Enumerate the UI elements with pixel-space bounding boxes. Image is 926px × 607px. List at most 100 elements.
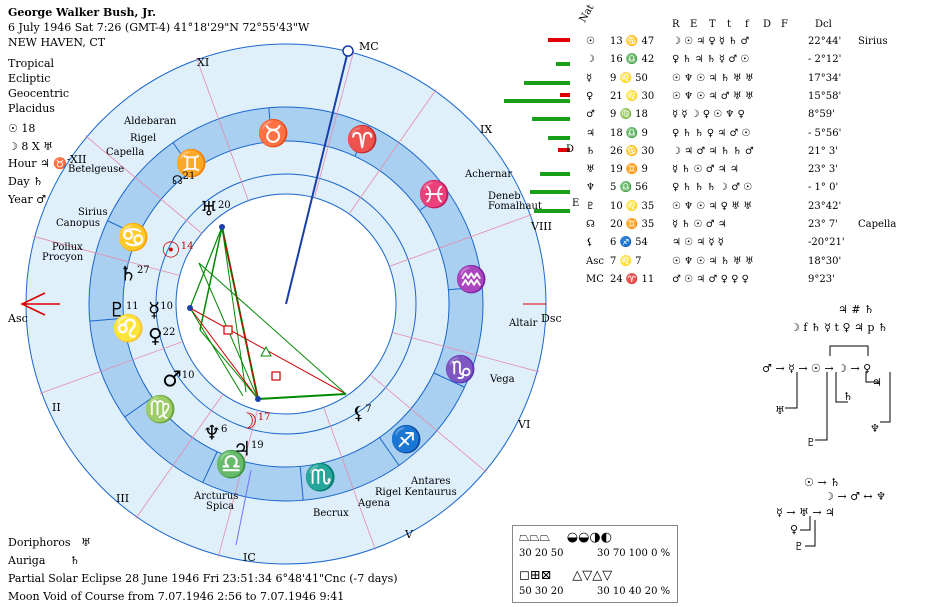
- row-declination: 15°58': [808, 90, 842, 102]
- star-spica: Spica: [206, 501, 235, 512]
- place: NEW HAVEN, CT: [8, 36, 106, 49]
- sign-dividers: [89, 107, 483, 501]
- row-green-bar: [524, 80, 570, 85]
- table-header: D: [763, 19, 772, 30]
- sign-divider: [379, 437, 400, 466]
- row-position: 13 ♋ 47: [610, 36, 655, 47]
- planet-uranus: ♅20: [200, 196, 231, 221]
- mc-label: MC: [359, 40, 379, 53]
- row-dignities: ♂ ☉ ♃ ♂ ♀ ♀ ♀: [672, 273, 749, 285]
- legend-row1: 30 20 50: [519, 548, 564, 559]
- row-position: 26 ♋ 30: [610, 145, 655, 157]
- marker-d: D: [566, 144, 575, 155]
- sign-divider: [354, 125, 370, 157]
- row-position: 20 ♊ 35: [610, 219, 655, 230]
- row-green-bar: [540, 172, 570, 177]
- sign-divider: [268, 107, 273, 142]
- house-cusp: [196, 57, 249, 201]
- sign-leo: ♌: [112, 314, 145, 344]
- row-planet: Asc: [586, 255, 604, 267]
- star-vega: Vega: [490, 374, 515, 385]
- system-tropical: Tropical: [8, 57, 55, 70]
- dsc-label: Dsc: [541, 312, 562, 325]
- table-header: F: [781, 19, 788, 30]
- house-2: II: [52, 401, 61, 414]
- house-cusp: [135, 393, 224, 519]
- table-header: R: [672, 19, 680, 30]
- row-planet: ☽: [586, 54, 595, 66]
- row-planet: ☉: [586, 36, 595, 47]
- sign-gemini: ♊: [175, 149, 208, 179]
- table-header: T: [709, 19, 716, 30]
- planet-lilith: ⚸7: [352, 403, 372, 424]
- row-dignities: ☉ ♆ ☉ ♃ ♄ ♅ ♅: [672, 255, 754, 267]
- panel-line2: ☽ f ♄ ☿ t ♀ ♃ p ♄: [790, 321, 888, 334]
- table-header: E: [690, 19, 698, 30]
- star-pollux: Pollux: [52, 242, 83, 253]
- void-line: Moon Void of Course from 7.07.1946 2:56 …: [8, 590, 345, 603]
- date-line: 6 July 1946 Sat 7:26 (GMT-4) 41°18'29"N …: [8, 21, 310, 34]
- row-position: 16 ♎ 42: [610, 54, 655, 66]
- house-3: III: [116, 492, 130, 505]
- house-9: IX: [480, 123, 493, 136]
- day-line: Day ♄: [8, 175, 43, 188]
- planet-mars: ♂10: [162, 367, 195, 393]
- sign-sagittarius: ♐: [390, 425, 423, 455]
- legend-symbols-2: ◻⊞⊠ △▽△▽: [519, 568, 613, 583]
- row-declination: -20°21': [808, 237, 845, 249]
- row-planet: ♄: [586, 145, 595, 157]
- star-becrux: Becrux: [313, 508, 349, 519]
- star-achernar: Achernar: [465, 169, 513, 180]
- house-11: XI: [197, 56, 210, 69]
- eclipse-line: Partial Solar Eclipse 28 June 1946 Fri 2…: [8, 572, 398, 585]
- house-cusp: [392, 332, 540, 373]
- row-declination: 9°23': [808, 273, 835, 285]
- row-declination: - 5°56': [808, 127, 842, 139]
- row-red-bar: [558, 147, 570, 152]
- planet-pluto: ♇11: [108, 297, 139, 322]
- row-green-bar: [548, 135, 570, 140]
- star-sirius: Sirius: [78, 207, 108, 218]
- row-position: 10 ♌ 35: [610, 200, 655, 212]
- sign-capricorn: ♑: [444, 355, 477, 385]
- sign-cancer: ♋: [117, 223, 150, 253]
- row-dignities: ♀ ♄ ♄ ♀ ♃ ♂ ☉: [672, 127, 751, 139]
- row-dignities: ☽ ♃ ♂ ♃ ♄ ♄ ♂: [672, 145, 754, 157]
- row-declination: 23°42': [808, 200, 842, 212]
- aspect-lines: [187, 224, 347, 402]
- row-position: 9 ♌ 50: [610, 72, 648, 84]
- house-6: VI: [518, 418, 531, 431]
- marker-e: E: [572, 198, 580, 209]
- row-planet: MC: [586, 273, 604, 285]
- star-betelgeuse: Betelgeuse: [68, 164, 125, 175]
- row-position: 7 ♌ 7: [610, 255, 642, 267]
- house-cusp: [370, 374, 487, 473]
- row-dignities: ♃ ☉ ♃ ☿ ☿: [672, 237, 724, 249]
- row-planet: ♃: [586, 127, 595, 139]
- legend-symbols-1: ⏢⏢⏢ ◒◒◑◐: [519, 530, 613, 545]
- legend-row2: 50 30 20: [519, 586, 564, 597]
- house-cusp: [348, 89, 437, 215]
- row-declination: - 1° 0': [808, 182, 839, 194]
- star-canopus: Canopus: [56, 218, 101, 229]
- planet-mercury: ☿10: [148, 297, 174, 322]
- row-dignities: ☉ ♆ ☉ ♃ ♂ ♅ ♅: [672, 90, 754, 102]
- row-dignities: ☉ ♆ ☉ ♃ ♀ ♅ ♅: [672, 200, 753, 212]
- sign-divider: [124, 397, 153, 418]
- row-position: 21 ♌ 30: [610, 90, 655, 102]
- house-cusp: [85, 135, 202, 234]
- planet-sun: ☉14: [161, 238, 194, 264]
- star-rigel-kentaurus: Rigel Kentaurus: [375, 487, 457, 498]
- sign-divider: [448, 286, 483, 291]
- row-dignities: ☿ ☿ ☽ ♀ ☉ ♆ ♀: [672, 109, 745, 121]
- row-dignities: ☿ ♄ ☉ ♂ ♃ ♃: [672, 164, 739, 176]
- row-dignities: ♀ ♄ ♄ ♄ ☽ ♂ ☉: [672, 182, 753, 194]
- panel-chain4: ☿ → ♅ → ♃: [776, 506, 835, 519]
- sign-divider: [419, 190, 448, 211]
- row-dignities: ☽ ☉ ♃ ♀ ☿ ♄ ♂: [672, 36, 750, 47]
- row-position: 18 ♎ 9: [610, 127, 648, 139]
- star-agena: Agena: [358, 498, 390, 509]
- star-procyon: Procyon: [42, 252, 84, 263]
- house-cusp: [39, 341, 183, 394]
- star-antares: Antares: [411, 476, 451, 487]
